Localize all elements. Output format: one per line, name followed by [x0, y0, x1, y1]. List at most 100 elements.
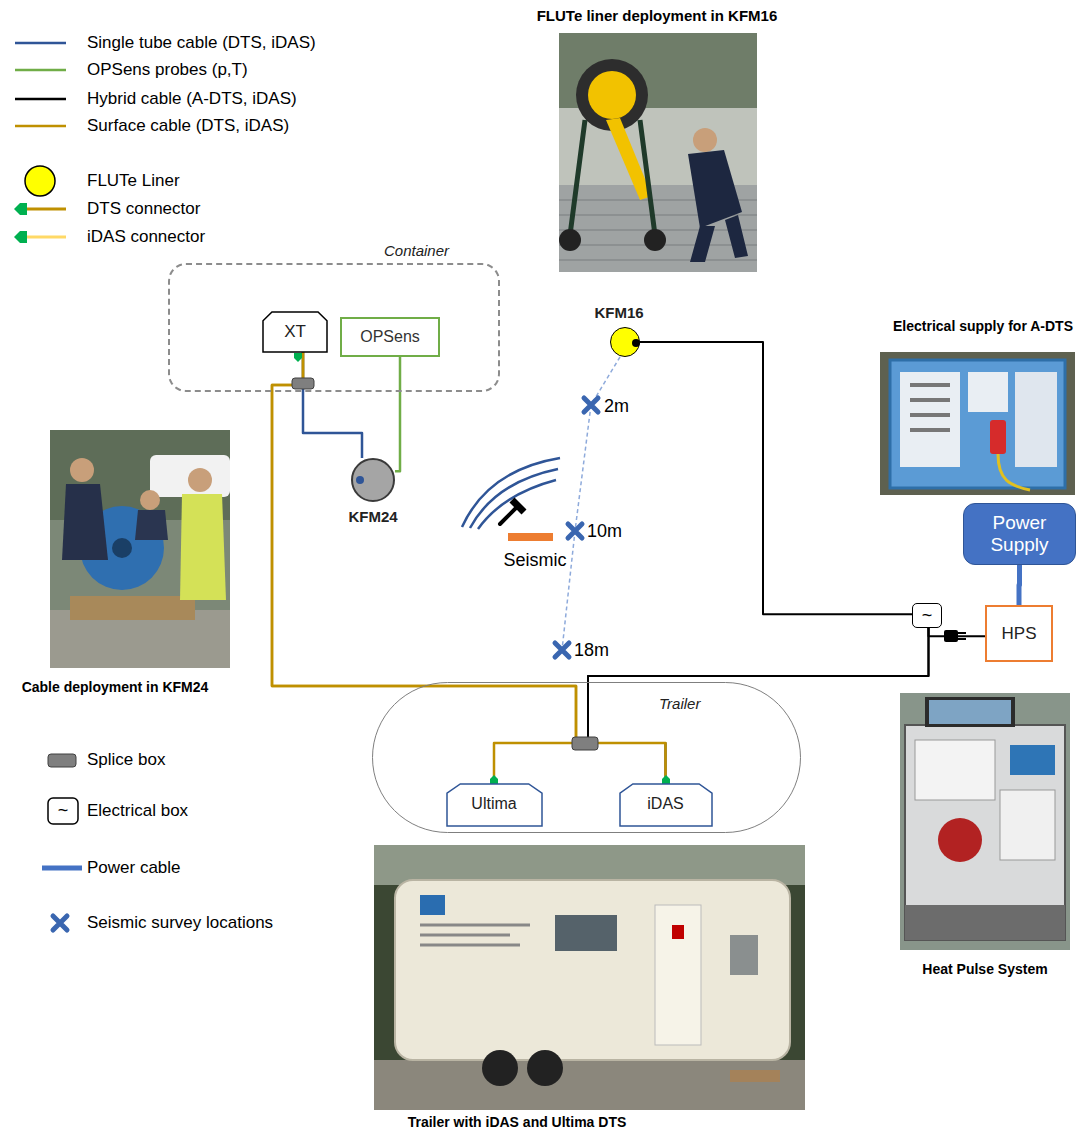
legend-text: Seismic survey locations	[87, 913, 273, 933]
legend-text: Single tube cable (DTS, iDAS)	[87, 33, 316, 53]
power-cable	[1017, 565, 1023, 605]
connector-tab	[294, 353, 670, 784]
instrument-box: OPSens	[340, 317, 440, 357]
legend-text: DTS connector	[87, 199, 200, 219]
connector-tab	[294, 353, 302, 362]
photo-cable-deployment	[140, 490, 160, 510]
photo-electrical-supply	[880, 352, 1075, 495]
node-label: HPS	[1002, 624, 1037, 644]
photo-trailer	[482, 1050, 518, 1086]
node-label: Trailer	[659, 695, 700, 712]
photo-cable-deployment	[50, 430, 230, 668]
node-label: XT	[284, 322, 306, 342]
photo-heat-pulse-system	[905, 725, 1065, 940]
photo-heat-pulse-system	[938, 818, 982, 862]
photo-trailer	[374, 1060, 805, 1110]
photo-electrical-supply	[890, 360, 1065, 488]
survey-line	[568, 524, 582, 538]
photo-cable-deployment	[112, 538, 132, 558]
legend-samples	[48, 798, 78, 824]
node-label: OPSens	[360, 328, 420, 346]
cable-entry-dot	[632, 339, 640, 347]
node-label: Power Supply	[970, 512, 1069, 556]
legend-samples	[53, 916, 67, 930]
node-label: Ultima	[471, 795, 516, 813]
legend-text: Hybrid cable (A-DTS, iDAS)	[87, 89, 297, 109]
cable-entry-dot	[356, 476, 364, 484]
legend-samples	[14, 203, 27, 215]
instrument-box: Ultima	[447, 784, 542, 826]
photo-trailer	[730, 935, 758, 975]
hybrid-cable	[588, 628, 929, 784]
legend-samples	[15, 98, 66, 101]
photo-flute-deployment	[693, 128, 717, 152]
legend-samples	[15, 42, 66, 45]
borehole-circle: KFM24	[351, 458, 395, 502]
node-label: iDAS	[647, 795, 683, 813]
photo-trailer	[555, 915, 617, 951]
source-label: Seismic	[503, 550, 566, 571]
photo-flute-deployment	[690, 215, 748, 262]
legend-samples	[42, 866, 82, 871]
distance-label: 2m	[604, 396, 629, 417]
photo-caption: Electrical supply for A-DTS	[893, 318, 1073, 334]
photo-trailer	[395, 880, 790, 1060]
photo-heat-pulse-system	[1010, 745, 1055, 775]
plug-symbol	[944, 630, 966, 642]
photo-heat-pulse-system	[925, 697, 1015, 727]
photo-heat-pulse-system	[915, 740, 995, 800]
plug-symbol	[958, 633, 966, 639]
legend-symbol-text: ~	[58, 800, 69, 821]
photo-flute-deployment	[559, 33, 757, 272]
node-label: KFM16	[595, 304, 644, 321]
legend-text: Surface cable (DTS, iDAS)	[87, 116, 289, 136]
photo-heat-pulse-system	[929, 700, 1011, 724]
seismic-source	[478, 480, 556, 529]
instrument-outline	[263, 312, 327, 352]
seismic-source	[462, 458, 560, 527]
instrument-box: iDAS	[620, 784, 712, 826]
seismic-source	[508, 533, 553, 541]
photo-caption: Heat Pulse System	[922, 961, 1047, 977]
photo-flute-deployment	[644, 229, 666, 251]
container-outline: ContainerXTOPSens	[168, 263, 500, 392]
instrument-outline	[447, 784, 542, 826]
power-supply-box: Power Supply	[963, 503, 1076, 565]
borehole-circle: KFM16	[610, 327, 640, 357]
legend-text: Electrical box	[87, 801, 188, 821]
legend-text: Power cable	[87, 858, 181, 878]
plug-symbol	[944, 630, 958, 642]
splice-box	[292, 378, 314, 389]
connector-tab	[662, 775, 670, 784]
survey-line	[555, 643, 569, 657]
photo-flute-deployment	[559, 229, 581, 251]
legend-samples	[14, 231, 27, 243]
heat-pulse-box: HPS	[985, 605, 1053, 662]
legend-samples	[48, 754, 76, 767]
photo-trailer	[527, 1050, 563, 1086]
legend-samples	[15, 125, 66, 128]
legend-text: iDAS connector	[87, 227, 205, 247]
hybrid-cable	[640, 342, 912, 614]
surface-cable	[272, 352, 666, 784]
photo-trailer	[374, 845, 805, 1110]
seismic-source	[500, 506, 518, 524]
photo-electrical-supply	[900, 372, 960, 467]
photo-cable-deployment	[50, 430, 230, 668]
seismic-source	[462, 458, 560, 529]
legend-text: Splice box	[87, 750, 165, 770]
instrument-box: XT	[263, 312, 327, 352]
node-label: ~	[922, 605, 933, 626]
photo-electrical-supply	[998, 454, 1030, 490]
photo-flute-deployment	[588, 71, 636, 119]
photo-trailer	[420, 925, 530, 945]
survey-line	[584, 398, 598, 412]
photo-electrical-supply	[880, 352, 1075, 495]
connector-tab	[490, 775, 498, 784]
electrical-box: ~	[912, 603, 942, 628]
trailer-outline: TrailerUltima iDAS	[372, 682, 801, 833]
photo-electrical-supply	[968, 372, 1008, 412]
legend-text: OPSens probes (p,T)	[87, 60, 248, 80]
photo-cable-deployment	[70, 458, 94, 482]
